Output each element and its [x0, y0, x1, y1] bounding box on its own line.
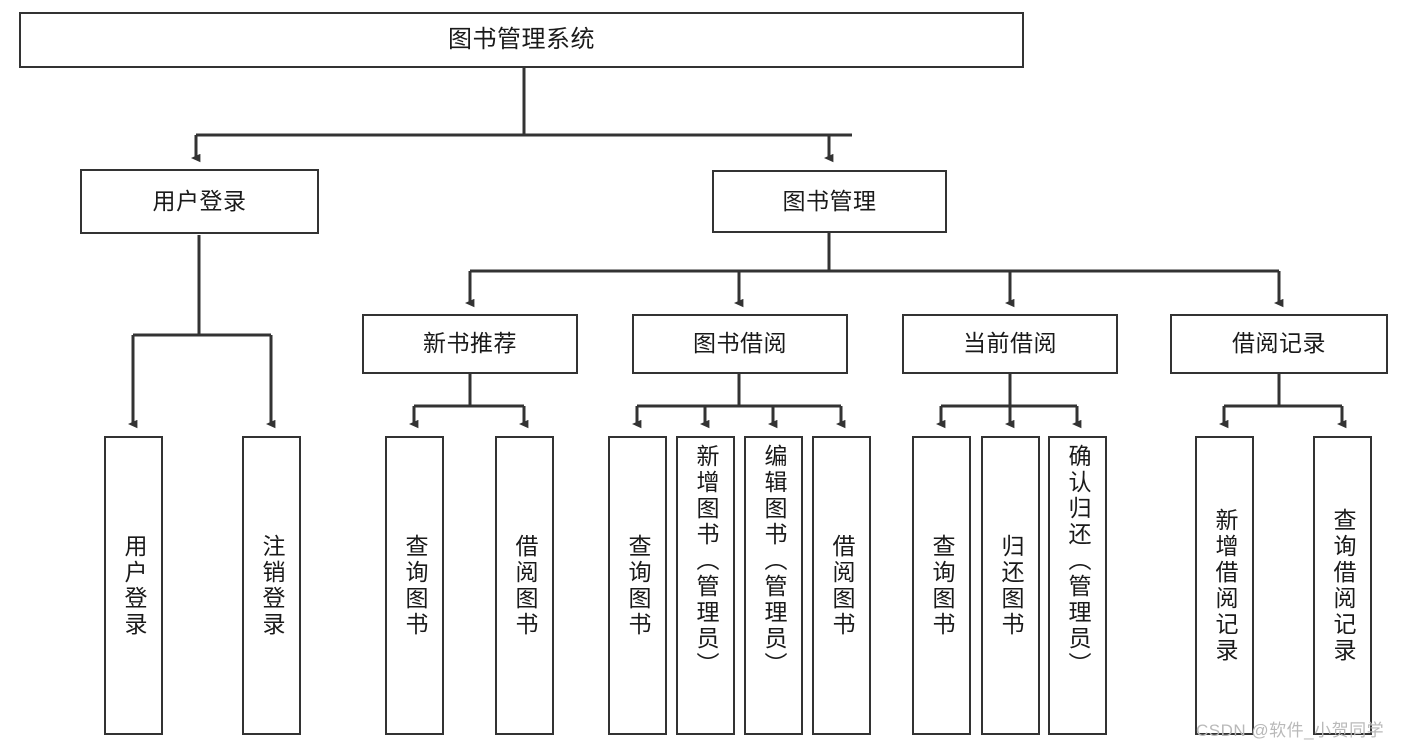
leaf-user-logout[interactable]: 注销登录 [242, 436, 301, 735]
node-label: 图书管理 [782, 187, 877, 214]
watermark-text: CSDN @软件_小贺同学 [1196, 721, 1385, 740]
node-label: 查询图书 [929, 533, 955, 638]
leaf-borrow-add-book-admin[interactable]: 新增图书（管理员） [676, 436, 735, 735]
node-label: 借阅记录 [1232, 330, 1326, 357]
node-label: 当前借阅 [963, 330, 1057, 357]
node-current-borrow[interactable]: 当前借阅 [902, 314, 1118, 374]
leaf-borrow-edit-book-admin[interactable]: 编辑图书（管理员） [744, 436, 803, 735]
node-label: 编辑图书（管理员） [761, 444, 787, 678]
node-label: 查询借阅记录 [1330, 507, 1356, 664]
node-label: 用户登录 [121, 533, 147, 638]
leaf-current-confirm-return-admin[interactable]: 确认归还（管理员） [1048, 436, 1107, 735]
leaf-record-add-record[interactable]: 新增借阅记录 [1195, 436, 1254, 735]
leaf-current-return-book[interactable]: 归还图书 [981, 436, 1040, 735]
node-label: 查询图书 [402, 533, 428, 638]
node-label: 查询图书 [625, 533, 651, 638]
leaf-recommend-query-book[interactable]: 查询图书 [385, 436, 444, 735]
node-label: 借阅图书 [829, 533, 855, 638]
node-new-book-recommend[interactable]: 新书推荐 [362, 314, 578, 374]
leaf-current-query-book[interactable]: 查询图书 [912, 436, 971, 735]
leaf-recommend-borrow-book[interactable]: 借阅图书 [495, 436, 554, 735]
node-label: 新增图书（管理员） [693, 444, 719, 678]
node-user-login[interactable]: 用户登录 [80, 169, 319, 234]
node-book-borrow[interactable]: 图书借阅 [632, 314, 848, 374]
node-root-system[interactable]: 图书管理系统 [19, 12, 1024, 68]
node-label: 新书推荐 [423, 330, 517, 357]
node-label: 注销登录 [259, 533, 285, 638]
node-label: 用户登录 [152, 187, 247, 214]
node-book-management[interactable]: 图书管理 [712, 170, 947, 233]
node-label: 借阅图书 [512, 533, 538, 638]
leaf-user-login[interactable]: 用户登录 [104, 436, 163, 735]
leaf-borrow-query-book[interactable]: 查询图书 [608, 436, 667, 735]
node-label: 归还图书 [998, 533, 1024, 638]
node-label: 确认归还（管理员） [1065, 444, 1091, 678]
leaf-borrow-borrow-book[interactable]: 借阅图书 [812, 436, 871, 735]
node-label: 图书借阅 [693, 330, 787, 357]
node-label: 图书管理系统 [448, 25, 595, 53]
node-borrow-record[interactable]: 借阅记录 [1170, 314, 1388, 374]
leaf-record-query-record[interactable]: 查询借阅记录 [1313, 436, 1372, 735]
node-label: 新增借阅记录 [1212, 507, 1238, 664]
